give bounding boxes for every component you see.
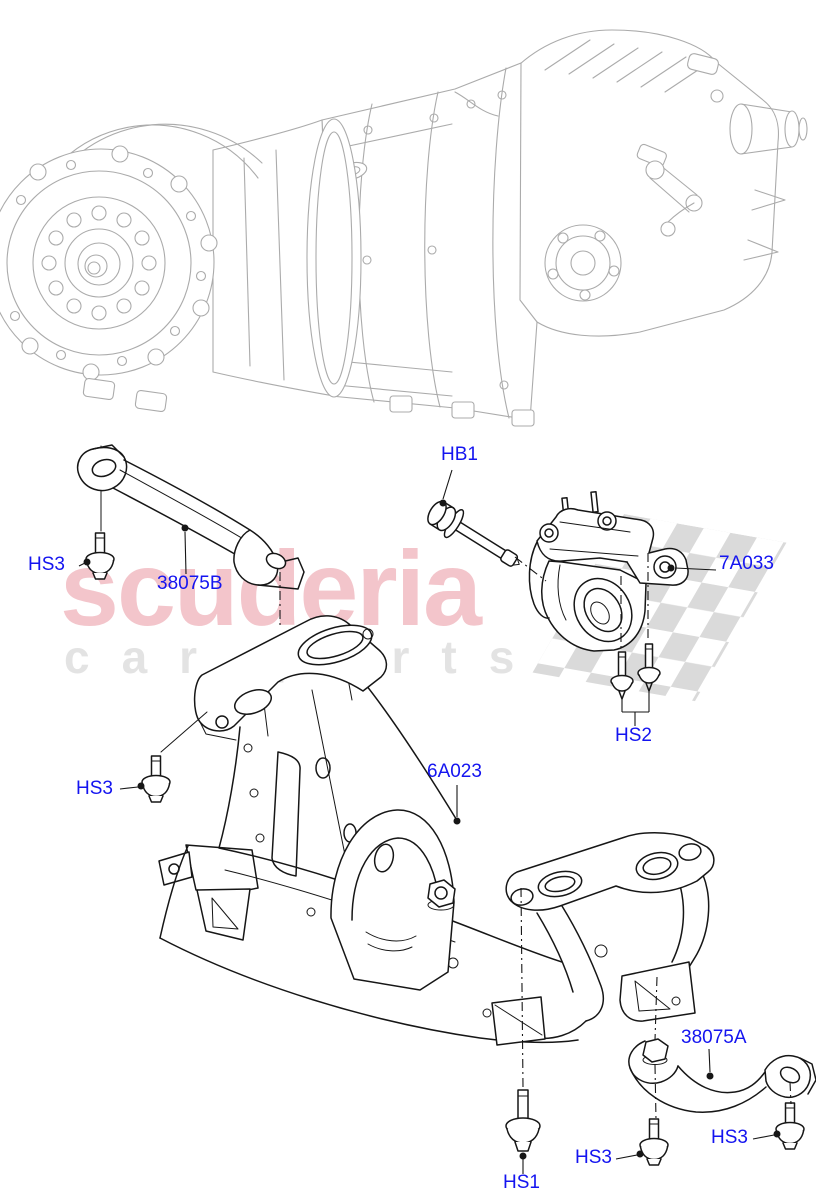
part-label-hs3-left[interactable]: HS3 <box>76 778 113 799</box>
hb1-bolt <box>427 500 520 567</box>
part-label-38075b[interactable]: 38075B <box>157 573 223 594</box>
transmission-artwork <box>0 29 808 427</box>
part-label-38075a[interactable]: 38075A <box>681 1027 747 1048</box>
flywheel-bolt-ring <box>41 205 157 321</box>
subframe-artwork <box>158 615 715 1046</box>
part-label-hs3-strap[interactable]: HS3 <box>28 554 65 575</box>
part-label-hs1[interactable]: HS1 <box>503 1172 540 1193</box>
part-label-hs3-bottom-right[interactable]: HS3 <box>711 1127 748 1148</box>
part-label-6a023[interactable]: 6A023 <box>427 761 482 782</box>
part-label-hb1[interactable]: HB1 <box>441 444 478 465</box>
leader-lines <box>78 469 792 1174</box>
transmission-mount-artwork <box>427 490 689 700</box>
part-label-7a033[interactable]: 7A033 <box>719 553 774 574</box>
part-label-hs3-bottom-mid[interactable]: HS3 <box>575 1147 612 1168</box>
part-label-hs2[interactable]: HS2 <box>615 725 652 746</box>
strap-38075a-artwork <box>628 1038 816 1113</box>
hs1-bolt <box>505 1089 541 1152</box>
strap-38075b-artwork <box>76 444 305 590</box>
